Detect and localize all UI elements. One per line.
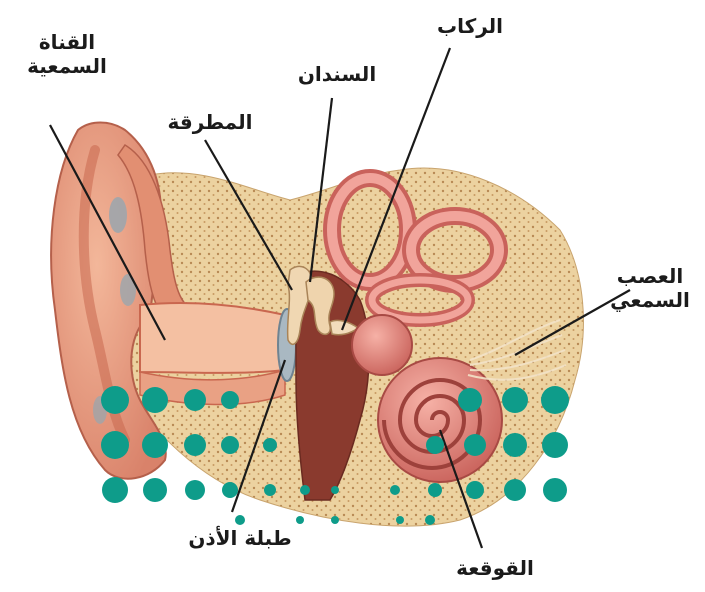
label-hammer: المطرقة — [150, 110, 270, 134]
label-ear-canal-line2: السمعية — [12, 54, 122, 78]
label-cochlea: القوقعة — [440, 556, 550, 580]
teal-dot — [503, 433, 527, 457]
label-auditory-nerve-line1: العصب — [600, 264, 700, 288]
teal-dot — [235, 515, 245, 525]
teal-dot — [263, 438, 277, 452]
pinna-cartilage-2 — [120, 274, 136, 306]
label-ear-canal: القناة السمعية — [12, 30, 122, 78]
label-auditory-nerve: العصب السمعي — [600, 264, 700, 312]
teal-dot — [543, 478, 567, 502]
teal-dot — [184, 389, 206, 411]
label-eardrum: طبلة الأذن — [175, 526, 305, 550]
teal-dot — [143, 478, 167, 502]
teal-dot — [300, 485, 310, 495]
teal-dot — [428, 483, 442, 497]
teal-dot — [264, 484, 276, 496]
cochlea-spiral — [378, 358, 502, 482]
teal-dot — [541, 386, 569, 414]
vestibule — [352, 315, 412, 375]
teal-dot — [221, 436, 239, 454]
teal-dot — [142, 432, 168, 458]
teal-dot — [101, 431, 129, 459]
teal-dot — [504, 479, 526, 501]
teal-dot — [296, 516, 304, 524]
teal-dot — [458, 388, 482, 412]
label-anvil: السندان — [282, 62, 392, 86]
teal-dot — [101, 386, 129, 414]
teal-dot — [426, 436, 444, 454]
pinna-cartilage-1 — [109, 197, 127, 233]
teal-dot — [142, 387, 168, 413]
teal-dot — [102, 477, 128, 503]
teal-dot — [425, 515, 435, 525]
teal-dot — [396, 516, 404, 524]
teal-dot — [390, 485, 400, 495]
label-stirrup: الركاب — [420, 14, 520, 38]
teal-dot — [185, 480, 205, 500]
teal-dot — [331, 516, 339, 524]
label-ear-canal-line1: القناة — [12, 30, 122, 54]
teal-dot — [331, 486, 339, 494]
label-auditory-nerve-line2: السمعي — [600, 288, 700, 312]
teal-dot — [221, 391, 239, 409]
teal-dot — [502, 387, 528, 413]
teal-dot — [464, 434, 486, 456]
teal-dot — [222, 482, 238, 498]
teal-dot — [466, 481, 484, 499]
teal-dot — [184, 434, 206, 456]
teal-dot — [542, 432, 568, 458]
ear-canal — [140, 303, 285, 373]
